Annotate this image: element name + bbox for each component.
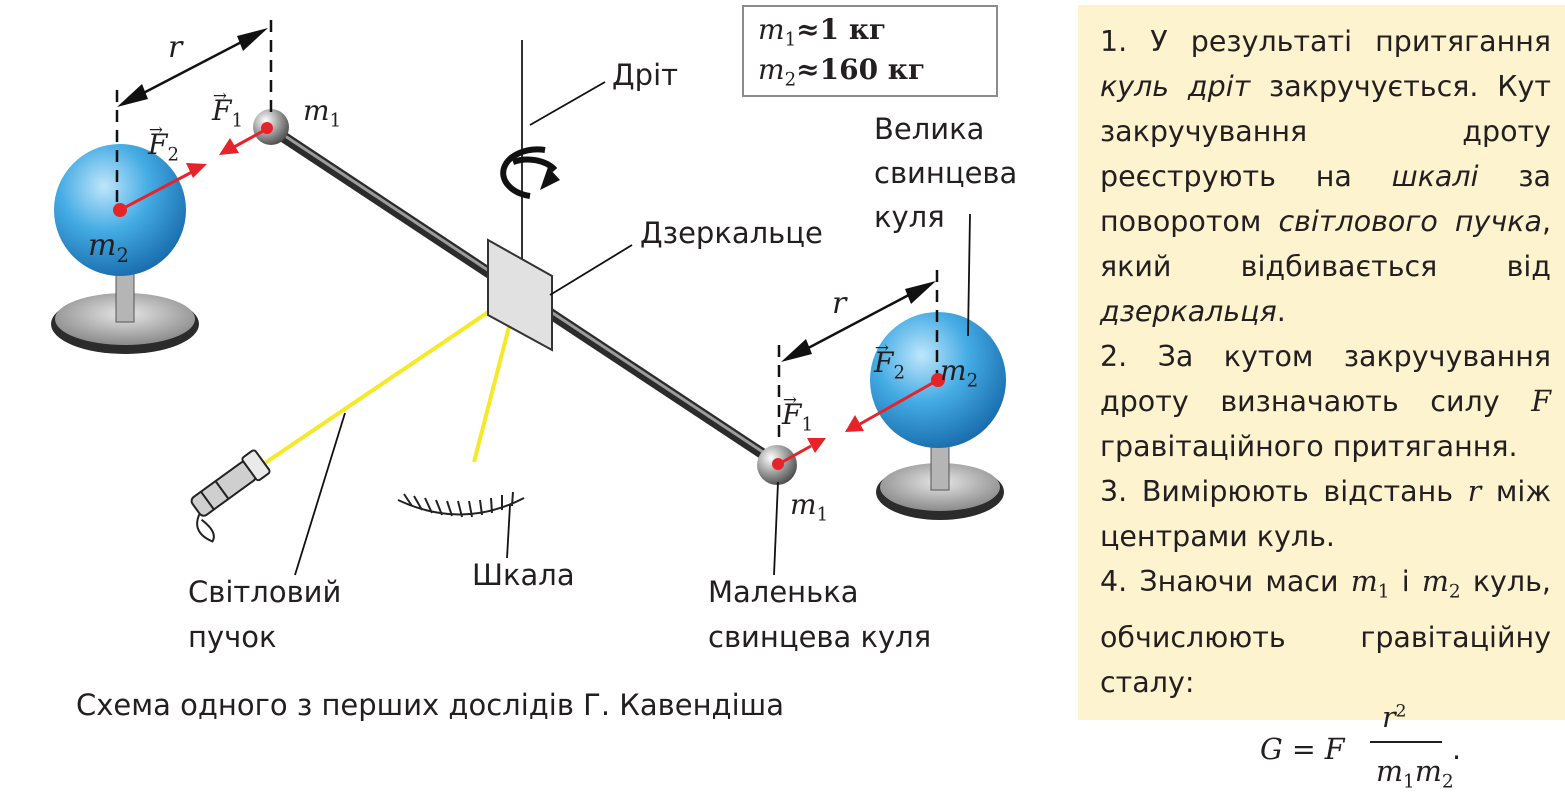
- label-pointers: [294, 81, 971, 576]
- steps-panel: 1. У результаті притягання куль дріт зак…: [1078, 5, 1565, 792]
- light-beam-label-line2: пучок: [188, 620, 277, 654]
- step-4: 4. Знаючи маси m1 і m2 куль, обчислюють …: [1100, 565, 1551, 699]
- r-symbol-top: r: [168, 30, 183, 65]
- r-arrow-top: [117, 28, 268, 107]
- big-ball-label-line1: Велика: [874, 112, 985, 146]
- step-3: 3. Вимірюють відстань r між центрами кул…: [1100, 475, 1552, 553]
- mass-box: m1≈1 кг m2≈160 кг: [742, 5, 998, 97]
- cavendish-diagram: Дріт Дзеркальце Велика свинцева куля Сві…: [0, 0, 1070, 739]
- f2-symbol-left: F2: [148, 119, 179, 166]
- force-arrows: [113, 122, 945, 470]
- mirror: [487, 238, 553, 352]
- incident-beam: [260, 290, 520, 467]
- big-ball-label-line3: куля: [874, 200, 945, 234]
- mirror-label: Дзеркальце: [640, 216, 823, 250]
- gravity-formula: ну сталу: G = F r2 m1m2 .: [1260, 700, 1462, 793]
- flashlight-icon: [190, 449, 271, 543]
- light-beam-label-line1: Світловий: [188, 575, 342, 609]
- distance-guides: [115, 20, 939, 445]
- figure-caption: Схема одного з перших дослідів Г. Кавенд…: [76, 688, 784, 722]
- left-stand: [51, 271, 199, 354]
- big-ball-label-line2: свинцева: [874, 156, 1018, 190]
- f1-symbol-bottom: F1: [782, 389, 813, 436]
- rotation-arrow-icon: [500, 146, 560, 199]
- right-stand: [876, 439, 1004, 520]
- apparatus-drawing: [51, 20, 1006, 576]
- r-symbol-bottom: r: [832, 286, 847, 321]
- step-1: 1. У результаті притягання куль дріт зак…: [1100, 25, 1551, 328]
- r-arrow-bottom: [781, 281, 936, 362]
- m2-symbol-left: m2: [88, 228, 129, 267]
- scale-label: Шкала: [472, 558, 575, 592]
- small-ball-label-line2: свинцева куля: [708, 620, 932, 654]
- m1-symbol-top: m1: [303, 94, 342, 132]
- m2-symbol-right: m2: [940, 354, 979, 392]
- m1-symbol-bottom: m1: [790, 488, 829, 526]
- mass-m2-row: m2≈160 кг: [758, 53, 926, 91]
- step-2: 2. За кутом закручування дроту визначают…: [1100, 340, 1551, 463]
- f1-symbol-top: F1: [212, 85, 243, 132]
- mass-m1-row: m1≈1 кг: [758, 13, 887, 51]
- scale: [397, 491, 525, 518]
- wire-label: Дріт: [612, 58, 679, 92]
- f2-symbol-right: F2: [874, 337, 905, 384]
- small-ball-label-line1: Маленька: [708, 575, 859, 609]
